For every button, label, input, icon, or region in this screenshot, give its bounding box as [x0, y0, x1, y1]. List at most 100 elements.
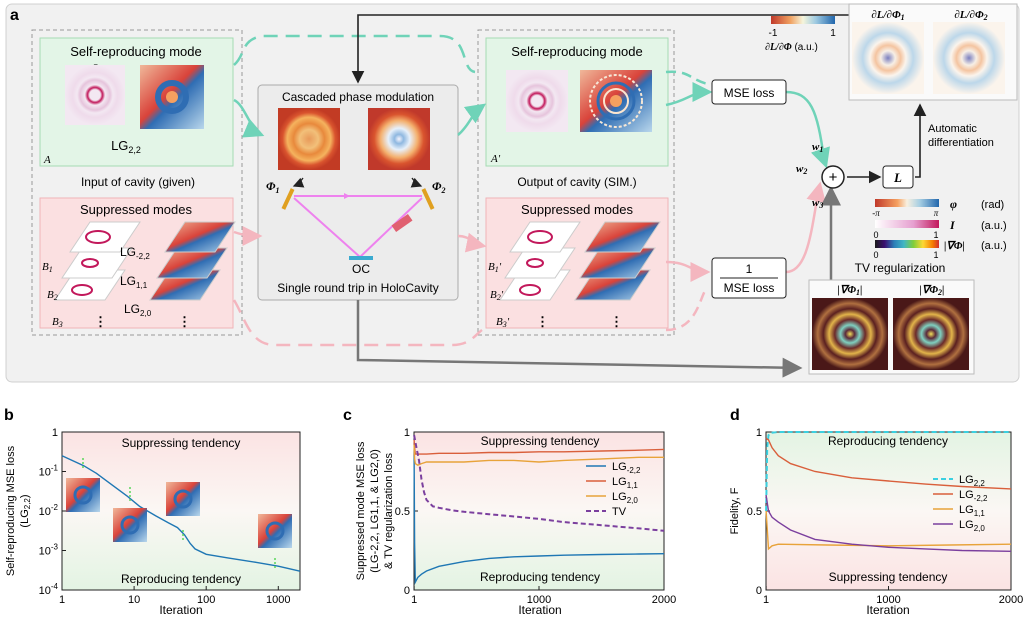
- tv-map-2: [893, 298, 969, 370]
- L-box: [882, 165, 914, 189]
- oc-label: OC: [352, 262, 370, 276]
- phi1-arrow: [292, 177, 305, 188]
- legend-label-0: LG-2,2: [612, 461, 641, 475]
- output-coupler: [349, 256, 373, 260]
- series-line-0: [765, 431, 1011, 512]
- suppressed-mode-label-3: LG2,0: [124, 302, 152, 318]
- input-cavity-frame: [31, 29, 243, 336]
- plot-c-annotation-bottom: Reproducing tendency: [480, 570, 600, 584]
- grad-map-2: [933, 22, 1005, 94]
- phi2-label: Φ2: [432, 179, 445, 195]
- output-intensity-map: [506, 70, 568, 132]
- plot-c-ylabel-3: & TV regularization loss: [383, 453, 395, 569]
- autodiff-label-1: Automatic: [928, 123, 977, 135]
- cavity-beam-path: [293, 193, 423, 258]
- autodiff-label-2: differentiation: [928, 137, 994, 149]
- grad-colorbar: [771, 16, 835, 24]
- x-tick-label-1: 10: [128, 594, 140, 606]
- gradient-norm-colorbar: [875, 240, 939, 248]
- output-cavity-frame: [477, 29, 675, 336]
- y-tick-label-0: 0: [756, 585, 762, 597]
- y-tick-label-2: 1: [404, 427, 410, 439]
- input-phase-map: [140, 65, 204, 129]
- output-caption: Output of cavity (SIM.): [517, 175, 636, 189]
- legend-label-1: LG-2,2: [959, 489, 988, 503]
- output-phase-map: [580, 70, 652, 132]
- legend-label-2: LG2,0: [612, 491, 638, 505]
- input-suppressed-stack: [54, 221, 236, 301]
- inv-mse-num: 1: [746, 262, 753, 276]
- pink-dashed-flow: [232, 299, 483, 347]
- sum-node: [821, 165, 845, 189]
- phi2-arrow: [410, 177, 423, 188]
- input-dots-right: ⋮: [178, 314, 191, 329]
- legend-label-0: LG2,2: [959, 474, 985, 488]
- tag-B3-prime: B3′: [496, 316, 510, 329]
- input-mode-label: LG2,2: [111, 138, 141, 155]
- legend-label-2: LG1,1: [959, 504, 985, 518]
- weight-w3: w3: [812, 197, 823, 210]
- cavity-caption: Single round trip in HoloCavity: [277, 281, 438, 295]
- x-tick-label-1: 1000: [876, 594, 900, 606]
- plot-c-xlabel: Iteration: [518, 603, 561, 617]
- output-suppressed-stack: [499, 221, 661, 301]
- phase-plate-1: [278, 108, 340, 170]
- plot-c-annotation-top: Suppressing tendency: [481, 434, 600, 448]
- x-tick-label-2: 2000: [999, 594, 1023, 606]
- phase-colorbar-min: -π: [872, 208, 880, 218]
- phase-plate-2: [368, 108, 430, 170]
- plot-b-ylabel: Self-reproducing MSE loss: [5, 445, 17, 576]
- output-dots-left: ⋮: [536, 314, 549, 329]
- plot-b-insets: [66, 458, 292, 568]
- series-line-0: [413, 455, 665, 585]
- tag-B2: B2: [47, 289, 58, 302]
- cavity-title: Cascaded phase modulation: [282, 90, 434, 104]
- y-tick-label-2: 1: [756, 427, 762, 439]
- gradient-norm-colorbar-unit: (a.u.): [981, 240, 1007, 252]
- teal-arrow-in: [233, 98, 265, 138]
- series-line-3: [765, 495, 1012, 552]
- grad-title-1: ∂L/∂Φ1: [871, 9, 904, 22]
- phase-colorbar-unit: (rad): [981, 199, 1004, 211]
- y-tick-label-3: 10-3: [39, 543, 59, 558]
- pink-dashed-to-invmse: [665, 286, 709, 332]
- plot-b-ylabel-2: (LG2,2): [19, 494, 32, 527]
- phase-colorbar-symbol: φ: [950, 197, 957, 211]
- series-line-2: [413, 444, 664, 466]
- phase-colorbar-max: π: [934, 208, 939, 218]
- teal-dashed-to-mse: [665, 70, 709, 86]
- tag-B2-prime: B2′: [490, 289, 504, 302]
- mirror-phi1: [281, 188, 295, 210]
- inv-mse-den: MSE loss: [724, 281, 775, 295]
- input-suppressed-title: Suppressed modes: [80, 202, 193, 217]
- output-self-mode-title: Self-reproducing mode: [511, 44, 643, 59]
- plot-b-annotation-top: Suppressing tendency: [122, 436, 241, 450]
- arrow-grad-to-cavity: [351, 14, 850, 84]
- pink-arrow-to-sum: [785, 181, 826, 274]
- panel-b-letter: b: [4, 407, 14, 424]
- weight-w1: w1: [812, 141, 823, 154]
- output-suppressed-title: Suppressed modes: [521, 202, 634, 217]
- weight-w2: w2: [796, 163, 807, 176]
- plot-b-annotation-bottom: Reproducing tendency: [121, 572, 241, 586]
- intensity-colorbar: [875, 220, 939, 228]
- input-intensity-map: [65, 65, 125, 125]
- grad-title-2: ∂L/∂Φ2: [954, 9, 987, 22]
- plot-d-annotation-top: Reproducing tendency: [828, 434, 948, 448]
- input-self-mode-title: Self-reproducing mode: [70, 44, 202, 59]
- intensity-colorbar-max: 1: [933, 230, 938, 240]
- legend-label-1: LG1,1: [612, 476, 638, 490]
- y-tick-label-4: 10-4: [39, 582, 59, 597]
- x-tick-label-3: 1000: [266, 594, 290, 606]
- teal-arrow-to-mse: [665, 82, 713, 107]
- grad-map-1: [852, 22, 924, 94]
- input-caption: Input of cavity (given): [81, 175, 195, 189]
- tv-label-2: |∇Φ2|: [920, 284, 945, 297]
- grad-colorbar-min: -1: [769, 28, 778, 39]
- plot-c-area: [413, 431, 665, 591]
